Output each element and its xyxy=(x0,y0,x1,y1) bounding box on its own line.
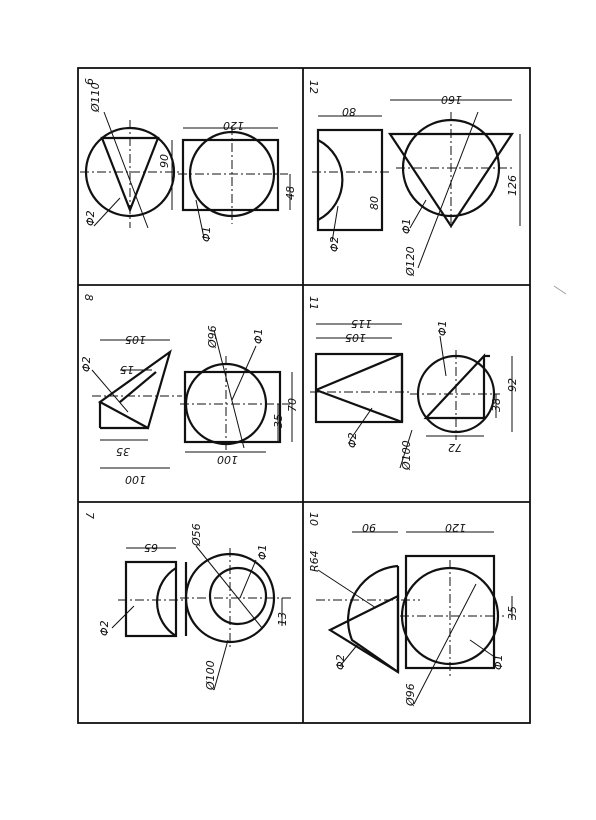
leader xyxy=(339,643,359,667)
dim-label: 70 xyxy=(286,398,299,412)
dim-label: 92 xyxy=(506,378,519,392)
leader xyxy=(93,197,121,227)
cell-8-right-rect xyxy=(183,370,282,444)
dim-label: 80 xyxy=(368,196,381,210)
leader xyxy=(111,605,135,629)
cell-7: 7 65 Φ2 Ø56 Φ1 Ø100 13 xyxy=(83,512,294,691)
marker-label: Φ1 xyxy=(400,218,413,234)
cell-11-left-rect xyxy=(314,352,404,424)
dim-label: 115 xyxy=(351,317,372,330)
cell-number: 7 xyxy=(83,512,96,519)
marker-label: Φ2 xyxy=(328,236,341,252)
marker-label: Φ2 xyxy=(80,356,93,372)
cell-9-right-rect xyxy=(181,138,280,212)
cell-7-left-rect xyxy=(124,560,178,638)
dim-label: 100 xyxy=(125,473,146,486)
dim-label: 35 xyxy=(506,606,519,620)
dim-label: 35 xyxy=(272,414,285,428)
dim-label: Ø120 xyxy=(404,246,417,277)
marker-label: Φ1 xyxy=(200,226,213,242)
leader xyxy=(91,369,129,413)
dim-label: Ø96 xyxy=(206,325,219,349)
cell-12-half-circle xyxy=(317,139,344,221)
leader xyxy=(399,429,413,469)
scan-mark xyxy=(553,285,567,295)
dim-label: 35 xyxy=(116,445,130,458)
cell-11-triangle xyxy=(423,353,486,420)
dim-label: Ø100 xyxy=(400,440,413,471)
marker-label: Φ2 xyxy=(346,432,359,448)
cell-11-edge xyxy=(315,388,403,424)
leader xyxy=(409,199,427,229)
dim-label: 48 xyxy=(284,186,297,200)
leader xyxy=(331,205,339,243)
dim-label: 120 xyxy=(445,521,466,534)
dim-label: 105 xyxy=(125,333,146,346)
cell-number: 12 xyxy=(307,80,320,94)
cell-8-triangle xyxy=(97,349,172,430)
cell-10: 10 90 R64 Φ2 120 35 Ø96 Φ1 xyxy=(307,512,519,707)
dim-label: Ø100 xyxy=(204,660,217,691)
leader xyxy=(439,335,447,377)
marker-label: Φ2 xyxy=(334,654,347,670)
dim-label: 105 xyxy=(345,331,366,344)
dim-label: 65 xyxy=(144,541,158,554)
leader xyxy=(213,329,245,449)
leader xyxy=(195,545,263,629)
dim-label: 120 xyxy=(223,119,244,132)
leader xyxy=(239,559,257,599)
leader xyxy=(103,111,149,229)
cell-7-inner-circle xyxy=(208,566,268,626)
dim-label: Ø110 xyxy=(89,82,102,113)
cell-number: 10 xyxy=(307,512,320,526)
cell-number: 11 xyxy=(307,296,320,310)
leader xyxy=(349,407,373,441)
dim-label: 13 xyxy=(276,612,289,626)
cell-11: 11 115 105 Φ2 Ø100 72 38 92 Φ1 xyxy=(307,296,519,471)
marker-label: Φ2 xyxy=(98,620,111,636)
dim-label: 90 xyxy=(362,521,376,534)
dim-label: 15 xyxy=(120,363,134,376)
cell-11-edge xyxy=(315,352,403,392)
dim-label: 126 xyxy=(506,175,519,196)
dim-label: 100 xyxy=(217,453,238,466)
leader xyxy=(231,345,257,401)
leader xyxy=(213,639,229,691)
marker-label: Φ2 xyxy=(84,210,97,226)
dim-label: 80 xyxy=(342,105,356,118)
leader xyxy=(317,569,377,609)
marker-label: Φ1 xyxy=(436,320,449,336)
dim-label: R64 xyxy=(308,550,321,572)
dim-label: 160 xyxy=(441,93,462,106)
leader xyxy=(413,583,477,705)
sheet-frame xyxy=(77,67,531,724)
leader xyxy=(417,111,479,269)
marker-label: Φ1 xyxy=(492,654,505,670)
cell-12-left-rect xyxy=(316,128,384,232)
cell-number: 9 xyxy=(82,78,95,85)
dim-label: 38 xyxy=(490,398,503,412)
dim-label: Ø96 xyxy=(404,683,417,707)
dim-label: 72 xyxy=(448,441,462,454)
cell-8: 8 105 15 35 100 Φ2 100 35 70 Ø96 Φ1 xyxy=(80,294,299,486)
cell-number: 8 xyxy=(82,294,95,301)
marker-label: Φ1 xyxy=(252,328,265,344)
cell-12: 12 80 80 Φ2 160 126 Ø120 Φ1 xyxy=(307,80,521,277)
marker-label: Φ1 xyxy=(256,544,269,560)
cell-9: 9 Ø110 Φ2 120 90 48 Φ1 xyxy=(80,78,297,242)
cell-7-half-circle xyxy=(155,567,177,637)
dim-label: 90 xyxy=(158,154,171,168)
cell-8-edge xyxy=(119,371,157,403)
leader xyxy=(195,199,205,239)
dim-label: Ø56 xyxy=(190,523,203,547)
leader xyxy=(469,639,497,659)
